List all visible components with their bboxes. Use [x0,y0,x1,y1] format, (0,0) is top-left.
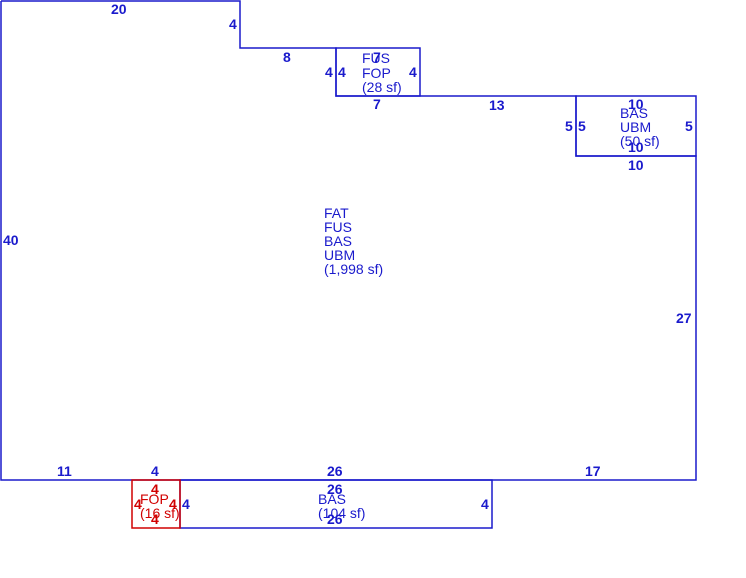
fus-fop-line-1: FUS [362,50,390,66]
fop-bottom-dim-right: 4 [169,496,177,512]
fus-fop-dim-right: 4 [409,64,417,80]
fus-fop-dim-left: 4 [338,64,346,80]
bas-ubm-dim-right: 5 [685,118,693,134]
dim-step-down: 4 [229,16,237,32]
dim-bottom-c: 26 [327,463,343,479]
bas-ubm-box [575,95,697,157]
bas-bottom-dim-bottom: 26 [327,511,343,527]
fus-fop-dim-bottom: 7 [373,96,381,112]
dim-top-left: 20 [111,1,127,17]
bas-ubm-line-3: (50 sf) [620,133,660,149]
dim-step-left: 4 [325,64,333,80]
bas-ubm-dim-left: 5 [578,118,586,134]
main-area-line-3: BAS [324,233,352,249]
main-area-line-1: FAT [324,205,349,221]
dim-bottom-d: 17 [585,463,601,479]
bas-bottom-dim-right: 4 [481,496,489,512]
dim-bottom-a: 11 [57,463,72,479]
main-area-line-5: (1,998 sf) [324,261,383,277]
dim-bas-left-outer: 5 [565,118,573,134]
dim-right-side: 27 [676,310,692,326]
dim-step-run: 8 [283,49,291,65]
dim-right-of-fus: 13 [489,97,505,113]
bas-bottom-line-1: BAS [318,491,346,507]
dim-bottom-b: 4 [151,463,159,479]
bas-ubm-line-1: BAS [620,105,648,121]
dim-right-inner: 10 [628,157,644,173]
bas-bottom-dim-top: 26 [327,481,343,497]
bas-bottom-dim-left: 4 [182,496,190,512]
fop-bottom-dim-top: 4 [151,481,159,497]
fus-fop-line-3: (28 sf) [362,79,402,95]
fus-fop-line-2: FOP [362,65,391,81]
bas-bottom-line-2: (104 sf) [318,505,365,521]
fus-fop-box [335,47,421,97]
fop-bottom-line-1: FOP [140,491,169,507]
bas-ubm-dim-inner: 10 [628,139,644,155]
main-area-line-4: UBM [324,247,355,263]
bas-ubm-line-2: UBM [620,119,651,135]
fop-bottom-line-2: (16 sf) [140,505,180,521]
bas-ubm-dim-top: 10 [628,96,644,112]
fop-bottom-box [131,479,181,529]
fus-fop-dim-top: 7 [373,49,381,65]
fop-bottom-dim-left: 4 [134,496,142,512]
main-area-line-2: FUS [324,219,352,235]
fop-bottom-dim-bottom: 4 [151,511,159,527]
dim-left-side: 40 [3,232,19,248]
